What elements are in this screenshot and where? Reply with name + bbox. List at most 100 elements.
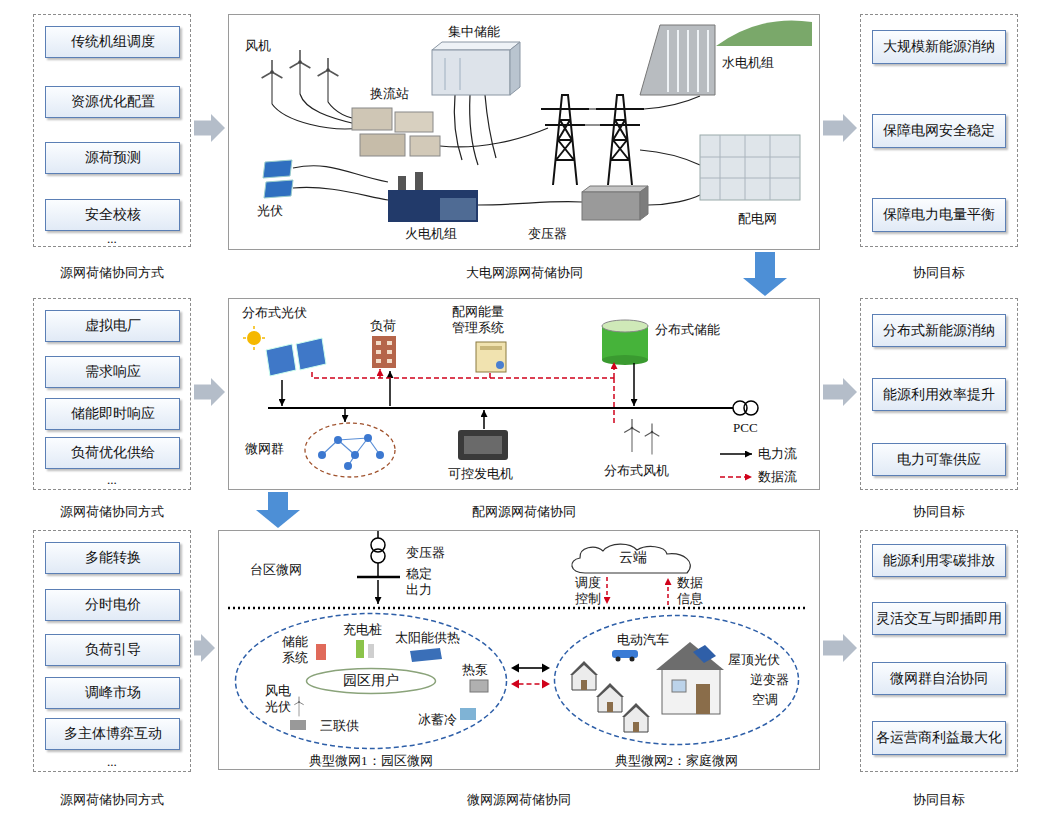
controllable-generator <box>458 430 508 460</box>
part-label: 分布式光伏 <box>242 305 307 321</box>
converter-station <box>395 112 433 132</box>
part-label: 稳定 出力 <box>406 566 436 597</box>
transmission-tower <box>596 95 644 185</box>
caption: 典型微网1：园区微网 <box>309 752 433 770</box>
arrow-shaft <box>194 641 202 656</box>
method-box: 能源利用零碳排放 <box>872 544 1006 577</box>
park-equipment <box>290 720 306 730</box>
part-label: ... <box>107 472 117 488</box>
arrow-head <box>511 664 519 673</box>
box-text: 负荷引导 <box>85 641 141 659</box>
distribution-grid <box>770 135 771 200</box>
caption: 源网荷储协同方式 <box>60 264 164 282</box>
bus-bar <box>744 401 758 415</box>
home-equipment <box>570 661 598 690</box>
box-text: 云端 <box>619 549 647 567</box>
legend-sample <box>720 454 752 477</box>
scene-panel: 大电网源网荷储协同 <box>228 14 820 250</box>
part-label: 太阳能供热 <box>395 630 460 646</box>
box-text: 源荷预测 <box>85 149 141 167</box>
scene-panel: 配网源网荷储协同 <box>228 298 820 490</box>
arrow-head <box>843 378 857 406</box>
method-box: 多主体博弈互动 <box>45 718 180 750</box>
distributed-wind <box>624 419 640 452</box>
box-text: 微网群自治协同 <box>890 670 988 688</box>
park-equipment <box>316 644 326 660</box>
distributed-pv <box>243 337 246 339</box>
method-box: 负荷优化供给 <box>45 437 180 469</box>
box-text: 能源利用效率提升 <box>883 386 995 404</box>
method-box: 大规模新能源消纳 <box>872 30 1006 64</box>
hydro-dam <box>697 30 699 92</box>
flow-arrow <box>511 664 550 673</box>
hydro-dam <box>687 30 689 92</box>
park-equipment <box>460 708 476 720</box>
distributed-storage <box>602 320 648 365</box>
distribution-grid <box>700 135 800 200</box>
transformer <box>640 186 648 220</box>
group-box: 协同目标大规模新能源消纳保障电网安全稳定保障电力电量平衡 <box>860 14 1018 247</box>
microgrid-group <box>338 438 368 440</box>
arrow-head <box>843 634 857 662</box>
method-box: 微网群自治协同 <box>872 662 1006 695</box>
group-box: 源网荷储协同方式多能转换分时电价负荷引导调峰市场多主体博弈互动 <box>33 530 191 772</box>
transmission-tower <box>541 95 589 185</box>
caption: 微网源网荷储协同 <box>467 791 571 809</box>
flow-arrow <box>743 252 787 296</box>
microgrid-group <box>334 436 342 444</box>
method-box: 分布式新能源消纳 <box>872 314 1006 347</box>
caption: 配网源网荷储协同 <box>472 503 576 521</box>
energy-management-system <box>480 346 502 350</box>
distribution-grid <box>700 135 800 200</box>
station-transformer <box>371 549 385 563</box>
arrow-head <box>542 664 550 673</box>
hydro-dam <box>668 30 708 92</box>
data-flow-line <box>312 362 614 426</box>
method-box: 分时电价 <box>45 589 180 621</box>
power-cable <box>640 150 700 165</box>
power-flow-arrow <box>483 410 485 429</box>
part-label: 储能 系统 <box>282 634 312 665</box>
method-box: 各运营商利益最大化 <box>872 721 1006 755</box>
box-text: 多能转换 <box>85 549 141 567</box>
power-cable <box>293 166 388 182</box>
arrow-head <box>843 114 857 142</box>
part-label: 换流站 <box>370 86 409 102</box>
station-transformer <box>377 563 379 577</box>
scene-panel: 微网源网荷储协同典型微网1：园区微网园区用户典型微网2：家庭微网云端 <box>218 530 820 770</box>
distribution-grid <box>700 178 800 179</box>
user-ellipse: 园区用户 <box>305 667 437 695</box>
method-box: 灵活交互与即插即用 <box>872 602 1006 635</box>
box-text: 调峰市场 <box>85 684 141 702</box>
thermal-plant <box>440 198 476 220</box>
power-cable <box>272 94 700 205</box>
ellipse-outline <box>555 616 799 745</box>
arrow-head <box>511 680 519 689</box>
converter-station <box>352 108 440 156</box>
legend-text: 数据流 <box>758 469 797 485</box>
home-equipment <box>662 668 720 714</box>
station-transformer <box>357 576 400 579</box>
home-equipment <box>696 684 710 714</box>
part-label: 冰蓄冷 <box>418 712 457 728</box>
load-building <box>376 341 381 345</box>
thermal-plant <box>415 172 423 190</box>
arrow-shaft <box>823 121 844 136</box>
microgrid-group <box>318 451 326 459</box>
load-building <box>372 336 396 368</box>
part-label: 热泵 <box>462 662 488 678</box>
load-building <box>387 359 392 363</box>
part-label: 风电 光伏 <box>265 683 295 714</box>
park-equipment <box>410 648 442 662</box>
caption: 源网荷储协同方式 <box>60 791 164 809</box>
arrow-head <box>542 680 550 689</box>
box-text: 园区用户 <box>343 672 399 690</box>
load-building <box>387 341 392 345</box>
bus-bar <box>268 407 733 409</box>
home-equipment <box>616 657 621 662</box>
load-building <box>387 350 392 354</box>
microgrid-group <box>318 434 384 470</box>
microgrid-group <box>344 462 352 470</box>
part-label: 水电机组 <box>722 55 774 71</box>
